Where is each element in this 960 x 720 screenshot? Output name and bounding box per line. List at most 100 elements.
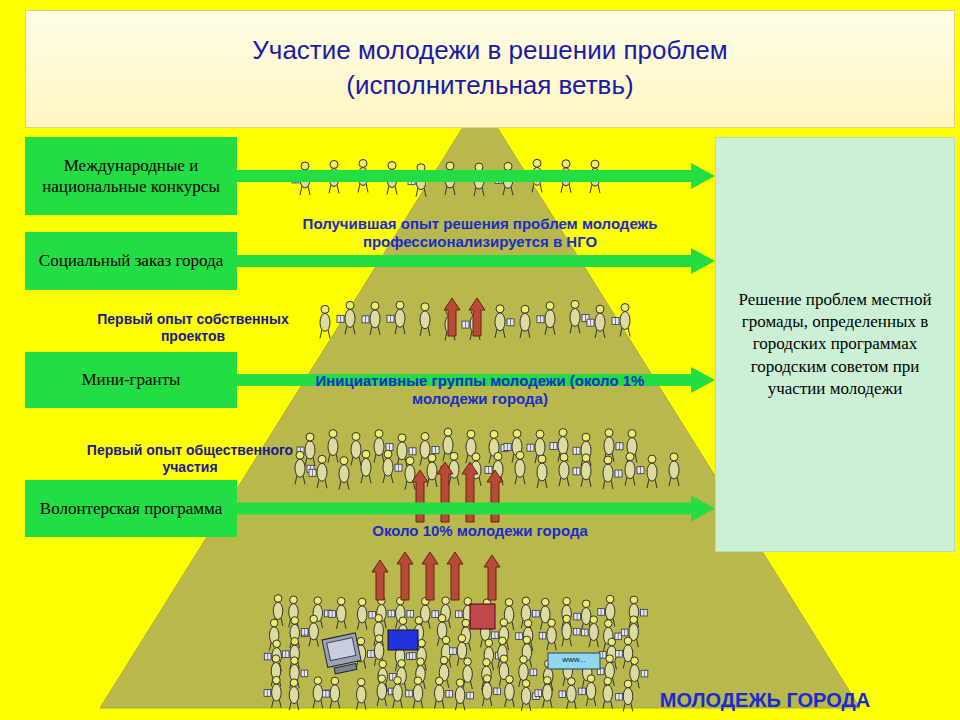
program-box: Международные и национальные конкурсы [25,137,237,215]
person-figure [455,679,473,710]
person-figure [271,655,281,686]
person-figure [598,595,615,626]
red-block [470,604,495,629]
person-figure [374,614,384,645]
person-figure [573,433,591,466]
person-figure [629,596,647,627]
person-figure [573,454,591,487]
person-figure [421,597,439,628]
growth-arrow [484,555,500,600]
person-figure [559,453,569,486]
person-figure [361,450,371,483]
person-figure [627,430,637,463]
person-figure [603,677,613,708]
person-figure [612,304,630,337]
box-text: Волонтерская программа [40,498,222,519]
person-figure [309,455,327,488]
person-figure [550,429,568,462]
person-figure [630,657,648,688]
person-figure [397,434,416,467]
person-figure [535,677,552,708]
level-caption: Получившая опыт решения проблем молодежь… [250,215,710,251]
person-figure [621,616,638,647]
growth-arrow [447,552,463,600]
result-box: Решение проблем местной громады, определ… [715,137,955,552]
person-figure [537,455,547,488]
person-figure [562,615,580,646]
web-text: www... [549,655,599,665]
person-figure [337,301,355,334]
person-figure [520,305,530,338]
person-figure [374,430,393,463]
person-figure [515,451,525,484]
blue-block [388,630,418,650]
flow-arrow [237,163,715,189]
person-figure [301,615,318,646]
person-figure [290,617,308,648]
person-figure [406,677,423,708]
side-note: Первый опыт собственных проектов [88,311,298,345]
person-figure [539,619,556,650]
box-text: Социальный заказ города [39,250,223,271]
person-figure [329,597,346,628]
computer-icon [322,633,363,675]
person-figure [669,453,679,486]
level-caption: Около 10% молодежи города [300,522,660,540]
growth-arrow [469,298,485,336]
person-figure [383,450,402,483]
growth-arrow [372,560,388,600]
growth-arrow [422,552,438,600]
person-figure [527,430,545,463]
person-figure [505,676,515,707]
person-figure [289,596,299,627]
program-box: Волонтерская программа [25,480,237,537]
person-figure [521,597,539,628]
person-figure [264,676,281,707]
person-figure [313,677,331,708]
person-figure [495,305,514,338]
person-figure [328,430,338,463]
person-figure [377,675,395,706]
person-figure [387,301,405,334]
flow-arrow [237,248,715,274]
person-figure [579,675,596,706]
person-figure [625,453,644,486]
person-figure [647,455,657,488]
person-figure [289,679,299,710]
person-figure [295,451,314,484]
person-figure [570,300,589,333]
growth-arrow [397,552,413,600]
level-caption: Инициативные группы молодежи (около 1% м… [290,372,670,408]
base-caption: МОЛОДЕЖЬ ГОРОДА [620,688,910,712]
person-figure [587,305,605,338]
program-box: Мини-гранты [25,352,237,408]
person-figure [405,457,415,490]
person-figure [320,305,330,338]
person-figure [420,303,430,336]
growth-arrow [444,298,460,336]
person-figure [581,616,598,647]
person-figure [574,600,591,631]
box-text: Мини-гранты [81,369,180,390]
person-figure [434,677,452,708]
person-figure [519,656,537,687]
person-figure [616,680,633,711]
title: Участие молодежи в решении проблем (испо… [210,33,770,103]
person-figure [537,302,555,335]
person-figure [357,598,375,629]
person-figure [339,457,349,490]
person-figure [323,677,340,708]
box-text: Международные и национальные конкурсы [33,155,229,198]
growth-arrows [372,298,503,600]
title-banner: Участие молодежи в решении проблем (испо… [25,10,955,128]
crowd-icons [322,604,600,675]
person-figure [616,637,633,668]
person-figure [290,657,308,688]
person-figure [420,432,439,465]
person-figure [362,302,380,335]
person-figure [282,638,299,669]
person-figure [393,677,403,708]
box-text: Решение проблем местной громады, определ… [724,289,946,399]
person-figure [463,658,473,689]
person-figure [356,678,366,709]
